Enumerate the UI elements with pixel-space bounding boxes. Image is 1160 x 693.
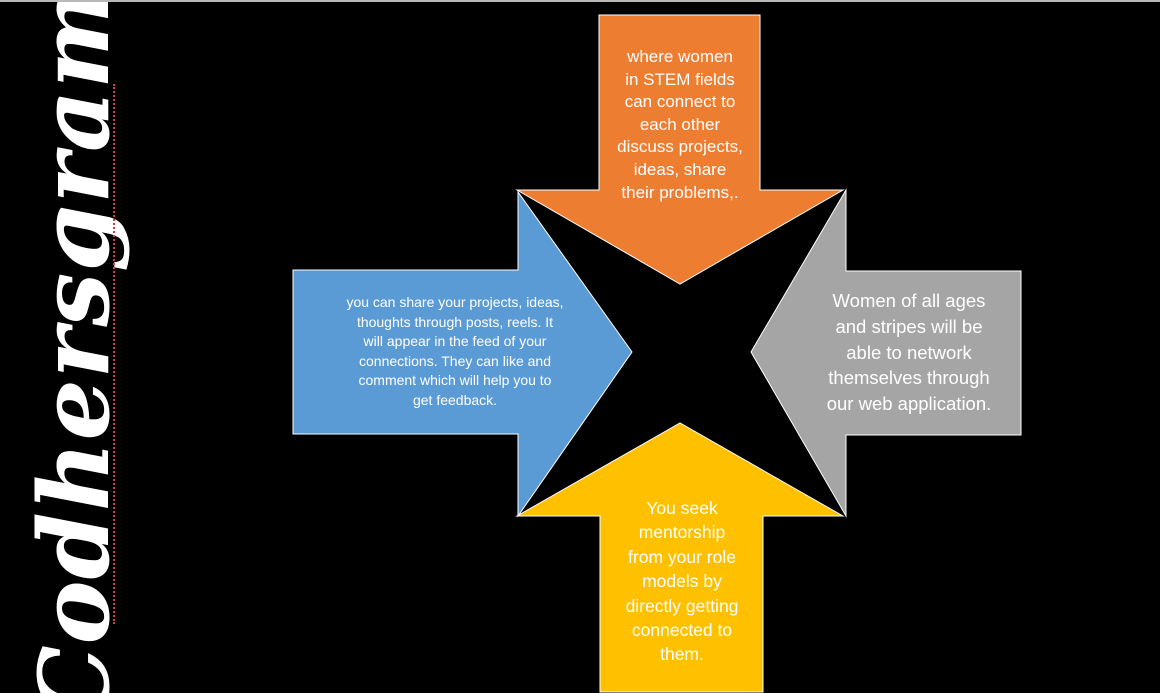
arrow-left	[292, 190, 633, 518]
arrow-top-text: where women in STEM fields can connect t…	[617, 47, 743, 202]
spellcheck-underline	[113, 84, 115, 624]
arrow-bottom	[515, 422, 845, 693]
arrow-left-text: you can share your projects, ideas, thou…	[346, 294, 564, 408]
arrow-right	[750, 188, 1022, 518]
arrow-right-text: Women of all ages and stripes will be ab…	[826, 290, 992, 415]
arrow-top	[515, 14, 845, 285]
arrow-bottom-text: You seek mentorship from your role model…	[625, 498, 739, 665]
